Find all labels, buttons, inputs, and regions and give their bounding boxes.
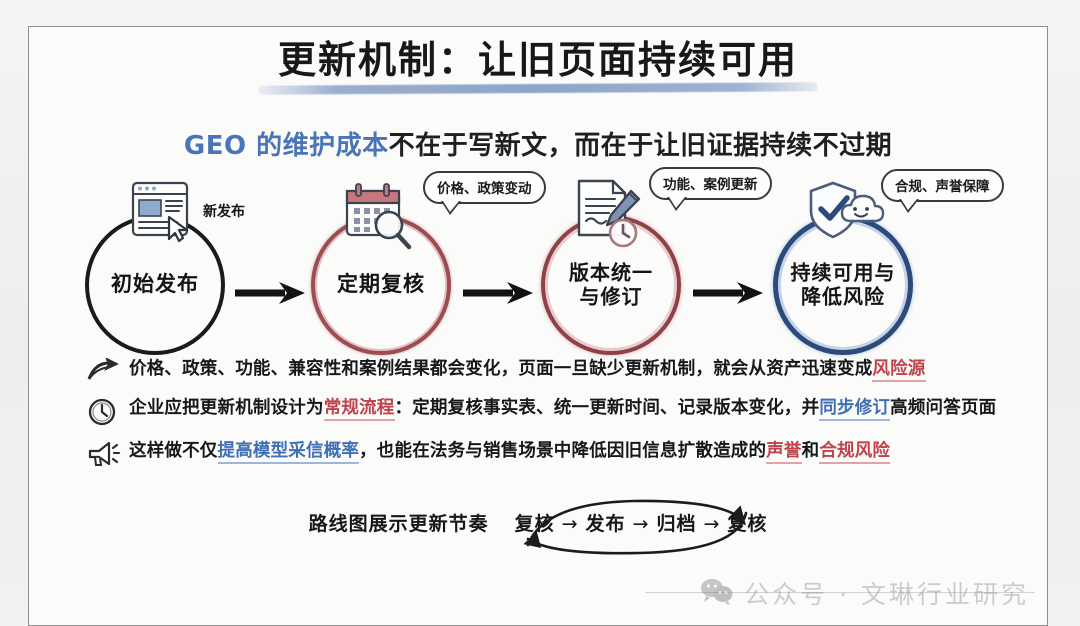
shield-check-cloud-icon (807, 177, 887, 256)
bullet-text: 企业应把更新机制设计为常规流程：定期复核事实表、统一更新时间、记录版本变化，并同… (129, 396, 996, 421)
node-callout-bubble: 功能、案例更新 (649, 167, 772, 211)
bullet-list: 价格、政策、功能、兼容性和案例结果都会变化，页面一旦缺少更新机制，就会从资产迅速… (87, 357, 1007, 480)
clock-icon (87, 396, 129, 432)
roadmap-arrow: → (561, 513, 579, 535)
bullet-seg-highlight: 常规流程 (323, 398, 395, 421)
bullet-seg: 和 (801, 441, 820, 461)
watermark-rule (645, 591, 1035, 593)
document-pen-clock-icon (569, 175, 647, 258)
roadmap-step-2: 发布 (585, 513, 626, 535)
subtitle: GEO 的维护成本不在于写新文，而在于让旧证据持续不过期 (29, 125, 1047, 162)
roadmap-arrow: → (632, 513, 650, 535)
node-label: 定期复核 (337, 272, 425, 297)
browser-window-cursor-icon (129, 179, 195, 254)
flow-arrow-2 (463, 281, 535, 305)
bullet-row: 这样做不仅提高模型采信概率，也能在法务与销售场景中降低因旧信息扩散造成的声誉和合… (87, 439, 1007, 473)
subtitle-accent: GEO 的维护成本 (183, 131, 389, 161)
bullet-row: 企业应把更新机制设计为常规流程：定期复核事实表、统一更新时间、记录版本变化，并同… (87, 396, 1007, 432)
bullet-seg-highlight: 合规风险 (819, 441, 891, 464)
bullet-seg: 这样做不仅 (129, 441, 218, 461)
watermark-text: 公众号 · 文琳行业研究 (744, 580, 1029, 609)
bullet-seg: ：定期复核事实表、统一更新时间、记录版本变化，并 (394, 398, 820, 418)
bullet-seg-highlight: 声誉 (766, 441, 802, 464)
subtitle-rest: 不在于写新文，而在于让旧证据持续不过期 (388, 131, 893, 161)
bullet-seg: 价格、政策、功能、兼容性和案例结果都会变化，页面一旦缺少更新机制，就会从资产迅速… (129, 359, 873, 379)
title-block: 更新机制：让旧页面持续可用 (29, 38, 1047, 95)
node-label-line2: 与修订 (579, 285, 643, 309)
megaphone-icon (87, 439, 129, 473)
flow-node-periodic-review[interactable]: 定期复核 价格、政策变动 (311, 171, 546, 355)
roadmap-step-4: 复核 (727, 513, 768, 535)
node-tag-label: 新发布 (203, 204, 245, 220)
flow-node-initial-publish[interactable]: 初始发布 新发布 (85, 181, 245, 355)
bullet-seg-highlight: 提高模型采信概率 (217, 441, 360, 464)
flow-arrow-3 (693, 281, 765, 305)
title-underline-stroke (257, 81, 819, 95)
roadmap-text: 路线图展示更新节奏 复核 → 发布 → 归档 → 复核 (309, 509, 768, 536)
node-label-line1: 版本统一 (569, 260, 653, 285)
bullet-seg-highlight: 风险源 (872, 359, 926, 382)
node-callout-bubble: 合规、声誉保障 (881, 169, 1004, 213)
node-label: 持续可用与 降低风险 (773, 261, 913, 310)
bullet-row: 价格、政策、功能、兼容性和案例结果都会变化，页面一旦缺少更新机制，就会从资产迅速… (87, 357, 1007, 389)
process-flow: 初始发布 新发布 (29, 167, 1047, 372)
flow-arrow-1 (235, 281, 307, 305)
flow-node-sustained-availability[interactable]: 持续可用与 降低风险 合规、声誉保障 (773, 169, 1004, 355)
wechat-icon (700, 577, 734, 610)
node-label: 版本统一 与修订 (541, 261, 681, 310)
page-title: 更新机制：让旧页面持续可用 (277, 38, 798, 82)
roadmap-step-3: 归档 (656, 513, 697, 535)
watermark: 公众号 · 文琳行业研究 (700, 575, 1029, 611)
bullet-seg-highlight: 同步修订 (819, 398, 891, 421)
roadmap-block: 路线图展示更新节奏 复核 → 发布 → 归档 → 复核 (29, 495, 1047, 555)
bullet-seg: 高频问答页面 (890, 398, 997, 418)
infographic-card: 更新机制：让旧页面持续可用 GEO 的维护成本不在于写新文，而在于让旧证据持续不… (28, 26, 1048, 626)
roadmap-caption: 路线图展示更新节奏 (308, 513, 489, 535)
bullet-text: 这样做不仅提高模型采信概率，也能在法务与销售场景中降低因旧信息扩散造成的声誉和合… (129, 439, 891, 464)
roadmap-arrow: → (703, 513, 721, 535)
node-callout-bubble: 价格、政策变动 (423, 171, 546, 215)
flow-node-version-unify[interactable]: 版本统一 与修订 功能、案例更新 (541, 167, 772, 355)
calendar-magnifier-icon (341, 181, 417, 258)
bullet-text: 价格、政策、功能、兼容性和案例结果都会变化，页面一旦缺少更新机制，就会从资产迅速… (129, 357, 926, 382)
curved-arrow-icon (87, 357, 129, 389)
bullet-seg: 企业应把更新机制设计为 (129, 398, 324, 418)
node-label-line1: 持续可用与 (790, 260, 896, 285)
node-label-line2: 降低风险 (801, 285, 885, 309)
bullet-seg: ，也能在法务与销售场景中降低因旧信息扩散造成的 (359, 441, 767, 461)
roadmap-step-1: 复核 (514, 513, 555, 535)
node-label: 初始发布 (111, 272, 199, 297)
